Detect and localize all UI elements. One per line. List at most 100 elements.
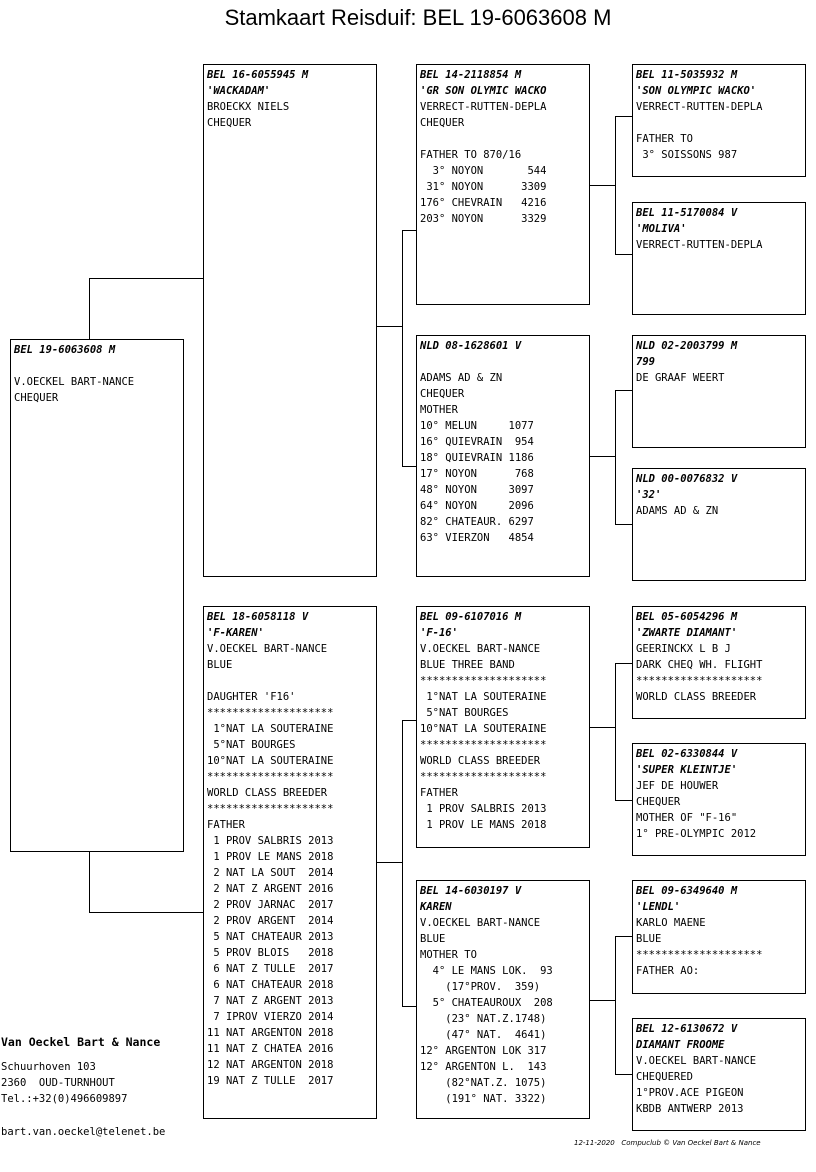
info-line: ******************** [636,949,763,961]
info-line: (191° NAT. 3322) [420,1093,547,1105]
info-line: 1 PROV SALBRIS 2013 [207,835,334,847]
info-line: BLUE [207,659,233,671]
info-line: ADAMS AD & ZN [420,372,503,384]
info-line: (23° NAT.Z.1748) [420,1013,547,1025]
info-line: 11 NAT Z CHATEA 2016 [207,1043,334,1055]
info-line: VERRECT-RUTTEN-DEPLA [636,101,763,113]
info-line: FATHER AO: [636,965,700,977]
info-line: 12° ARGENTON L. 143 [420,1061,547,1073]
info-line: MOTHER OF "F-16" [636,812,738,824]
info-line: DAUGHTER 'F16' [207,691,296,703]
footer: 12-11-2020 Compuclub © Van Oeckel Bart &… [574,1139,761,1147]
ring-number: BEL 11-5170084 V [636,207,738,219]
info-line: 7 IPROV VIERZO 2014 [207,1011,334,1023]
info-line: 5° CHATEAUROUX 208 [420,997,553,1009]
info-line: ******************** [420,675,547,687]
owner-name: Van Oeckel Bart & Nance [1,1035,161,1049]
info-line: WORLD CLASS BREEDER [207,787,328,799]
info-line: 1 PROV LE MANS 2018 [207,851,334,863]
info-line: 5 PROV BLOIS 2018 [207,947,334,959]
info-line: 18° QUIEVRAIN 1186 [420,452,534,464]
info-line: V.OECKEL BART-NANCE [207,643,328,655]
info-line: CHEQUER [207,117,252,129]
info-line: 82° CHATEAUR. 6297 [420,516,534,528]
ring-number: BEL 02-6330844 V [636,748,738,760]
info-line: JEF DE HOUWER [636,780,719,792]
info-line: VERRECT-RUTTEN-DEPLA [636,239,763,251]
info-line: 5 NAT CHATEAUR 2013 [207,931,334,943]
ring-number: BEL 14-2118854 M [420,69,522,81]
info-line: BLUE [636,933,662,945]
info-line: V.OECKEL BART-NANCE [636,1055,757,1067]
ring-number: BEL 11-5035932 M [636,69,738,81]
pedigree-box-fff[interactable]: BEL 11-5035932 M'SON OLYMPIC WACKO'VERRE… [632,64,806,177]
pedigree-box-mother[interactable]: BEL 18-6058118 V 'F-KAREN' V.OECKEL BART-N… [203,606,377,1119]
pedigree-box-ffm[interactable]: BEL 11-5170084 V 'MOLIVA' VERRECT-RUTTEN-D… [632,202,806,315]
info-line: 1°NAT LA SOUTERAINE [207,723,334,735]
info-line: (47° NAT. 4641) [420,1029,547,1041]
info-line: CHEQUER [636,796,681,808]
info-line: 3° NOYON 544 [420,165,547,177]
info-line: 48° NOYON 3097 [420,484,534,496]
info-line [420,131,586,147]
footer-date: 12-11-2020 [574,1139,615,1147]
info-line: 12° ARGENTON LOK 317 [420,1045,547,1057]
info-line: 176° CHEVRAIN 4216 [420,197,547,209]
pedigree-box-subject[interactable]: BEL 19-6063608 M V.OECKEL BART-NANCE CHEQU… [10,339,184,852]
page-title: Stamkaart Reisduif: BEL 19-6063608 M [224,5,612,30]
info-line: ******************** [207,707,334,719]
ring-number: NLD 02-2003799 M [636,340,738,352]
pigeon-name: KAREN [420,901,452,913]
info-line [636,115,802,131]
info-line: GEERINCKX L B J [636,643,731,655]
info-line: WORLD CLASS BREEDER [420,755,541,767]
ring-number: BEL 18-6058118 V [207,611,309,623]
ring-number: BEL 09-6349640 M [636,885,738,897]
owner-address-city: 2360 OUD-TURNHOUT [1,1077,115,1089]
pigeon-name: 'F-KAREN' [207,627,264,639]
info-line: 2 NAT LA SOUT 2014 [207,867,334,879]
owner-email[interactable]: bart.van.oeckel@telenet.be [1,1126,166,1138]
ring-number: BEL 16-6055945 M [207,69,309,81]
info-line: 203° NOYON 3329 [420,213,547,225]
ring-number: BEL 14-6030197 V [420,885,522,897]
info-line [207,673,373,689]
info-line: 6 NAT CHATEAUR 2018 [207,979,334,991]
pigeon-name: '32' [636,489,662,501]
info-line: CHEQUER [14,392,59,404]
info-line: KBDB ANTWERP 2013 [636,1103,744,1115]
ring-number: BEL 19-6063608 M [14,344,116,356]
info-line: 16° QUIEVRAIN 954 [420,436,534,448]
pigeon-name: 'F-16' [420,627,458,639]
info-line: CHEQUER [420,117,465,129]
info-line: V.OECKEL BART-NANCE [14,376,135,388]
info-line: 1°NAT LA SOUTERAINE [420,691,547,703]
pedigree-box-mff[interactable]: BEL 05-6054296 M'ZWARTE DIAMANT'GEERINCK… [632,606,806,719]
info-line: 5°NAT BOURGES [420,707,509,719]
pedigree-box-mother-father[interactable]: BEL 09-6107016 M'F-16'V.OECKEL BART-NANC… [416,606,590,848]
info-line: 2 PROV ARGENT 2014 [207,915,334,927]
info-line: DARK CHEQ WH. FLIGHT [636,659,763,671]
pigeon-name: 'LENDL' [636,901,681,913]
pedigree-box-mfm[interactable]: BEL 02-6330844 V 'SUPER KLEINTJE' JEF DE H… [632,743,806,856]
info-line: 1 PROV SALBRIS 2013 [420,803,547,815]
pigeon-name: 'SUPER KLEINTJE' [636,764,738,776]
pigeon-name: 'MOLIVA' [636,223,687,235]
pedigree-box-fmm[interactable]: NLD 00-0076832 V'32'ADAMS AD & ZN [632,468,806,581]
footer-credit: Compuclub © Van Oeckel Bart & Nance [621,1139,761,1147]
info-line: 63° VIERZON 4854 [420,532,534,544]
info-line: BLUE THREE BAND [420,659,515,671]
info-line: DE GRAAF WEERT [636,372,725,384]
pigeon-name: 'GR SON OLYMIC WACKO [420,85,547,97]
info-line: 1°PROV.ACE PIGEON [636,1087,744,1099]
ring-number: BEL 12-6130672 V [636,1023,738,1035]
info-line: 10°NAT LA SOUTERAINE [420,723,547,735]
pigeon-name [420,354,586,370]
